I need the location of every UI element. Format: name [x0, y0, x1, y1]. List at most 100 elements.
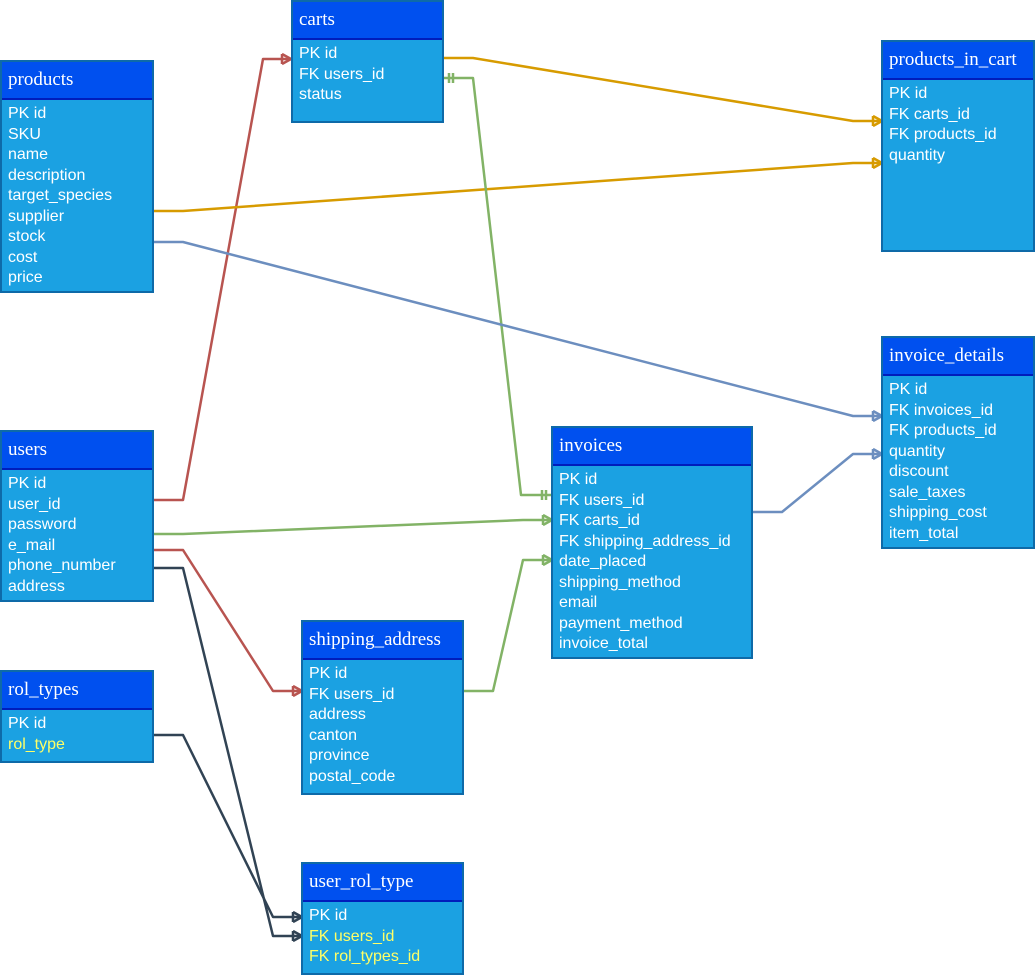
link-users-carts — [153, 57, 291, 502]
field-row: FK carts_id — [889, 105, 970, 123]
table-fields: PK id rol_type — [2, 710, 152, 755]
field-row: sale_taxes — [889, 483, 966, 501]
field-row: quantity — [889, 146, 946, 164]
field-row: payment_method — [559, 614, 683, 632]
field-row: PK id — [8, 715, 47, 732]
field-row: name — [8, 146, 49, 163]
field-row: FK invoices_id — [889, 401, 994, 419]
table-user-rol-type[interactable]: user_rol_type PK id FK users_id FK rol_t… — [301, 862, 464, 975]
field-row: email — [559, 594, 598, 611]
field-row: discount — [889, 463, 949, 480]
field-row: date_placed — [559, 553, 647, 570]
table-title: products — [2, 62, 152, 100]
link-invoices-invoice-details — [752, 452, 882, 514]
table-fields: PK id FK users_id FK carts_id FK shippin… — [553, 466, 751, 655]
field-row: item_total — [889, 524, 959, 542]
field-row: FK products_id — [889, 126, 997, 143]
crow-foot-details-products — [871, 409, 883, 423]
field-row: description — [8, 166, 86, 184]
field-row: address — [309, 706, 366, 723]
field-row: shipping_cost — [889, 504, 987, 521]
table-users[interactable]: users PK id user_id password e_mail phon… — [0, 430, 154, 602]
table-title: invoice_details — [883, 338, 1033, 376]
crow-foot-urt-users — [291, 929, 303, 943]
crow-foot-invoices-users — [541, 513, 553, 527]
table-fields: PK id SKU name description target_specie… — [2, 100, 152, 289]
crow-foot-pic-carts — [871, 114, 883, 128]
field-row: PK id — [8, 105, 47, 122]
table-fields: PK id FK users_id status — [293, 40, 442, 106]
field-row: PK id — [299, 45, 338, 62]
link-shipping-invoices — [463, 558, 552, 693]
table-title: shipping_address — [303, 622, 462, 660]
field-row: password — [8, 516, 77, 533]
field-row: PK id — [8, 475, 47, 492]
field-row: cost — [8, 248, 38, 266]
field-row: invoice_total — [559, 635, 648, 652]
table-title: invoices — [553, 428, 751, 466]
field-row: FK products_id — [889, 422, 997, 439]
field-row-highlighted: FK users_id — [309, 927, 395, 945]
table-products-in-cart[interactable]: products_in_cart PK id FK carts_id FK pr… — [881, 40, 1035, 252]
field-row: FK carts_id — [559, 512, 640, 529]
table-fields: PK id FK users_id address canton provinc… — [303, 660, 462, 787]
field-row: canton — [309, 726, 358, 744]
table-shipping-address[interactable]: shipping_address PK id FK users_id addre… — [301, 620, 464, 795]
field-row: e_mail — [8, 536, 56, 554]
field-row: shipping_method — [559, 573, 681, 591]
link-rol-types-user-rol-type — [153, 733, 302, 919]
field-row-highlighted: rol_type — [8, 735, 65, 753]
field-row: stock — [8, 228, 46, 245]
field-row: SKU — [8, 125, 41, 143]
field-row: PK id — [889, 85, 928, 102]
link-carts-invoices — [443, 76, 552, 497]
crow-foot-carts-users — [280, 52, 292, 66]
field-row: FK users_id — [559, 491, 645, 509]
link-products-invoice-details — [153, 240, 882, 418]
link-users-shipping-address — [153, 548, 302, 693]
field-row: phone_number — [8, 557, 116, 574]
field-row: PK id — [309, 665, 348, 682]
mandatory-mark-carts — [447, 73, 455, 83]
table-title: carts — [293, 2, 442, 40]
table-title: user_rol_type — [303, 864, 462, 902]
table-fields: PK id FK users_id FK rol_types_id — [303, 902, 462, 968]
mandatory-mark-invoices — [540, 490, 548, 500]
link-products-products-in-cart — [153, 161, 882, 213]
table-fields: PK id user_id password e_mail phone_numb… — [2, 470, 152, 597]
field-row: PK id — [559, 471, 598, 488]
field-row: PK id — [309, 907, 348, 924]
table-title: products_in_cart — [883, 42, 1033, 80]
link-carts-products-in-cart — [443, 56, 882, 123]
crow-foot-pic-products — [871, 156, 883, 170]
table-rol-types[interactable]: rol_types PK id rol_type — [0, 670, 154, 763]
table-title: rol_types — [2, 672, 152, 710]
crow-foot-urt-rol-types — [291, 910, 303, 924]
field-row-highlighted: FK rol_types_id — [309, 948, 421, 965]
field-row: quantity — [889, 442, 946, 460]
field-row: FK users_id — [299, 65, 385, 83]
field-row: price — [8, 269, 43, 286]
crow-foot-invoices-shipping — [541, 553, 553, 567]
table-invoices[interactable]: invoices PK id FK users_id FK carts_id F… — [551, 426, 753, 659]
table-carts[interactable]: carts PK id FK users_id status — [291, 0, 444, 123]
field-row: FK shipping_address_id — [559, 532, 731, 550]
crow-foot-details-invoices — [871, 447, 883, 461]
link-users-invoices — [153, 518, 552, 536]
field-row: target_species — [8, 187, 113, 204]
table-invoice-details[interactable]: invoice_details PK id FK invoices_id FK … — [881, 336, 1035, 549]
field-row: user_id — [8, 495, 61, 513]
field-row: status — [299, 86, 342, 103]
table-fields: PK id FK carts_id FK products_id quantit… — [883, 80, 1033, 166]
table-title: users — [2, 432, 152, 470]
field-row: supplier — [8, 207, 65, 225]
field-row: postal_code — [309, 767, 396, 785]
table-fields: PK id FK invoices_id FK products_id quan… — [883, 376, 1033, 544]
field-row: province — [309, 747, 370, 764]
crow-foot-shipping-users — [291, 684, 303, 698]
link-users-user-rol-type — [153, 566, 302, 938]
field-row: FK users_id — [309, 685, 395, 703]
table-products[interactable]: products PK id SKU name description targ… — [0, 60, 154, 293]
